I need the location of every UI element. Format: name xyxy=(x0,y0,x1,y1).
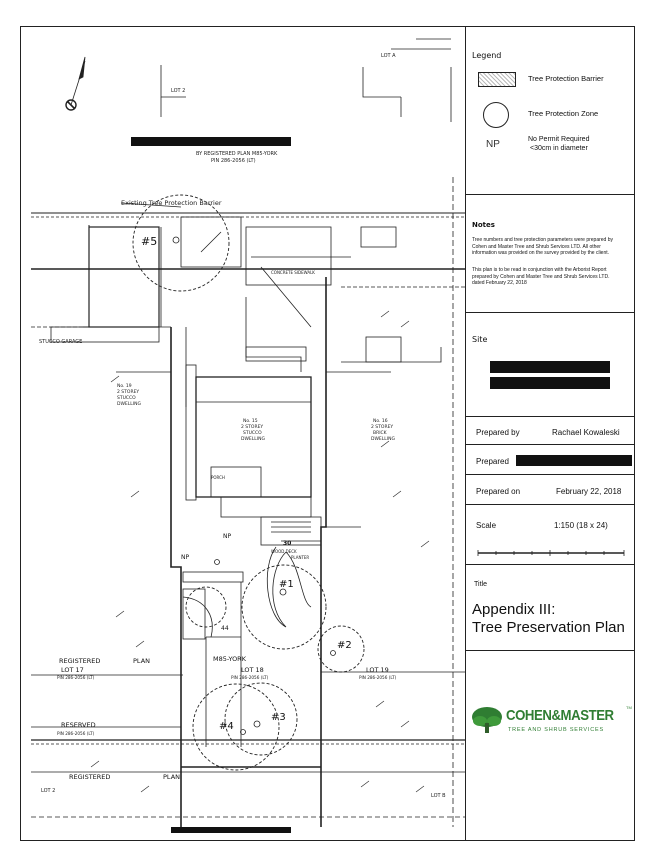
lot-a-label: LOT A xyxy=(381,53,396,59)
registered-bottom-label: REGISTERED xyxy=(69,773,110,781)
notes-section: Notes Tree numbers and tree protection p… xyxy=(466,195,635,313)
prepared-for-row: Prepared xyxy=(466,445,635,475)
tree-logo-icon xyxy=(472,707,502,733)
scale-row: Scale 1:150 (18 x 24) xyxy=(466,505,635,565)
tree5-protection-zone xyxy=(132,194,230,292)
np-tree-label-1: NP xyxy=(181,554,189,561)
wood-deck-label: WOOD DECK xyxy=(271,549,297,554)
scale-bar-icon xyxy=(477,550,625,556)
scale-value: 1:150 (18 x 24) xyxy=(554,521,608,530)
company-logo: COHEN&MASTER TM TREE AND SHRUB SERVICES xyxy=(466,651,635,801)
lot19-pin: PIN 286-2056 (LT) xyxy=(359,675,397,680)
site-title: Site xyxy=(472,335,488,344)
lot17-label: LOT 17 xyxy=(61,666,84,674)
prepared-for-label: Prepared xyxy=(476,457,509,466)
plan-bottom-label: PLAN xyxy=(163,773,180,781)
title-label: Title xyxy=(474,581,487,588)
legend-section: Legend Tree Protection Barrier Tree Prot… xyxy=(466,27,635,195)
width-44-label: 44 xyxy=(221,625,229,632)
plan-left-label: PLAN xyxy=(133,657,150,665)
dim-30-label: 30 xyxy=(283,540,291,547)
prepared-by-row: Prepared by Rachael Kowaleski xyxy=(466,417,635,445)
reserved-label: RESERVED xyxy=(61,721,96,729)
title-block: Legend Tree Protection Barrier Tree Prot… xyxy=(465,27,635,840)
site-section: Site xyxy=(466,313,635,417)
zone-legend-label: Tree Protection Zone xyxy=(528,109,599,118)
tree3-protection-zone xyxy=(224,682,298,756)
notes-title: Notes xyxy=(472,221,495,229)
registered-plan-pin: PIN 286-2056 (LT) xyxy=(211,158,256,164)
title-line1: Appendix III: xyxy=(472,601,556,618)
redacted-site-line1 xyxy=(490,361,610,373)
np-tree-label-2: NP xyxy=(223,533,231,540)
north-arrow-icon xyxy=(65,56,86,111)
lot18-label: LOT 18 xyxy=(241,666,264,674)
m85-york-label: M85-YORK xyxy=(213,655,247,663)
tree1-label: #1 xyxy=(279,579,294,590)
tree2-label: #2 xyxy=(337,640,352,651)
concrete-sidewalk-label: CONCRETE SIDEWALK xyxy=(271,270,315,275)
np-zone-circle xyxy=(185,586,227,628)
logo-tm: TM xyxy=(626,705,632,710)
np-legend-line2: <30cm in diameter xyxy=(530,145,588,152)
lot19-label: LOT 19 xyxy=(366,666,389,674)
barrier-swatch-icon xyxy=(478,72,516,87)
redacted-prepared-for xyxy=(516,455,632,466)
registered-left-label: REGISTERED xyxy=(59,657,100,665)
redacted-address-bottom xyxy=(171,827,291,833)
logo-brand: COHEN&MASTER xyxy=(506,707,614,724)
registered-plan-label: BY REGISTERED PLAN M85-YORK xyxy=(196,151,278,157)
title-section: Title Appendix III: Tree Preservation Pl… xyxy=(466,565,635,651)
notes-paragraph-1: Tree numbers and tree protection paramet… xyxy=(472,237,613,256)
tree5-label: #5 xyxy=(141,235,157,248)
lot18-pin: PIN 286-2056 (LT) xyxy=(231,675,269,680)
redacted-site-line2 xyxy=(490,377,610,389)
stucco-garage-label: STUCCO GARAGE xyxy=(39,339,82,345)
np-symbol: NP xyxy=(486,139,500,150)
lot17-pin: PIN 286-2056 (LT) xyxy=(57,675,95,680)
lot-b-top-label: LOT B xyxy=(431,793,446,799)
notes-paragraph-2: This plan is to be read in conjunction w… xyxy=(472,267,610,286)
prepared-on-value: February 22, 2018 xyxy=(556,487,622,496)
zone-circle-icon xyxy=(483,102,509,128)
barrier-legend-label: Tree Protection Barrier xyxy=(528,74,604,83)
logo-tagline: TREE AND SHRUB SERVICES xyxy=(508,727,604,733)
planter-label: PLANTER xyxy=(291,555,309,560)
redacted-address-top xyxy=(131,137,291,146)
prepared-by-label: Prepared by xyxy=(476,428,520,437)
drawing-sheet: BY REGISTERED PLAN M85-YORK PIN 286-2056… xyxy=(20,26,635,841)
prepared-by-value: Rachael Kowaleski xyxy=(552,428,620,437)
title-line2: Tree Preservation Plan xyxy=(472,619,625,636)
tree1-protection-zone xyxy=(241,564,327,650)
tree3-label: #3 xyxy=(271,712,286,723)
site-plan-drawing: BY REGISTERED PLAN M85-YORK PIN 286-2056… xyxy=(21,27,465,840)
barrier-callout-label: Existing Tree Protection Barrier xyxy=(121,199,222,207)
lot-2-label: LOT 2 xyxy=(171,88,185,94)
legend-title: Legend xyxy=(472,51,502,60)
tree4-label: #4 xyxy=(219,721,234,732)
porch-label: PORCH xyxy=(211,475,225,480)
tree2-protection-zone xyxy=(317,625,365,673)
lot-2b-label: LOT 2 xyxy=(41,788,55,794)
scale-label: Scale xyxy=(476,521,497,530)
np-legend-line1: No Permit Required xyxy=(528,136,590,143)
reserved-pin: PIN 286-2056 (LT) xyxy=(57,731,95,736)
tree4-protection-zone xyxy=(192,683,280,771)
prepared-on-label: Prepared on xyxy=(476,487,521,496)
prepared-on-row: Prepared on February 22, 2018 xyxy=(466,475,635,505)
site-plan-svg: BY REGISTERED PLAN M85-YORK PIN 286-2056… xyxy=(31,38,465,827)
